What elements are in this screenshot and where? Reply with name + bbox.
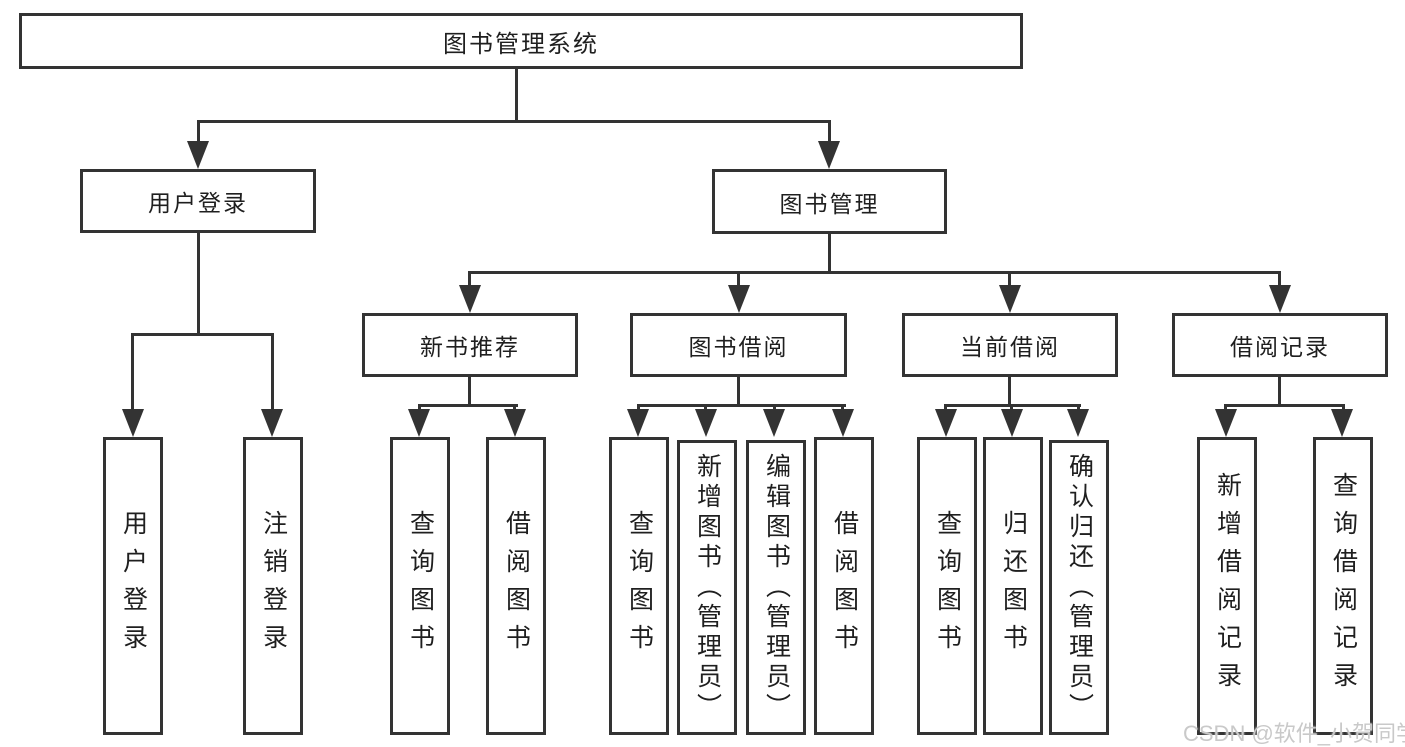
node-label: 图书管理系统: [443, 30, 599, 58]
connector-line: [1342, 404, 1345, 413]
connector-line: [841, 404, 844, 413]
arrow-down-icon: [1331, 409, 1353, 437]
node-label: 用户登录: [119, 510, 148, 662]
leaf-add-borrow-record: 新增借阅记录: [1197, 437, 1257, 735]
leaf-borrow-books-newbook: 借阅图书: [486, 437, 546, 735]
connector-line: [737, 271, 740, 287]
leaf-borrow-books-borrowing: 借阅图书: [814, 437, 874, 735]
leaf-query-books-borrowing: 查询图书: [609, 437, 669, 735]
leaf-query-books-newbook: 查询图书: [390, 437, 450, 735]
connector-line: [468, 271, 1281, 274]
node-label: 确认归还（管理员）: [1065, 452, 1094, 723]
leaf-add-books-admin: 新增图书（管理员）: [677, 440, 737, 735]
node-label: 新增借阅记录: [1213, 472, 1242, 700]
node-library-management-system: 图书管理系统: [19, 13, 1023, 69]
node-label: 归还图书: [999, 510, 1028, 662]
arrow-down-icon: [1067, 409, 1089, 437]
arrow-down-icon: [832, 409, 854, 437]
connector-line: [1224, 404, 1227, 413]
leaf-logout: 注销登录: [243, 437, 303, 735]
arrow-down-icon: [763, 409, 785, 437]
connector-line: [1224, 404, 1345, 407]
connector-line: [828, 120, 831, 146]
node-label: 当前借阅: [960, 334, 1060, 360]
connector-line: [1010, 404, 1013, 413]
connector-line: [271, 333, 274, 411]
node-book-borrowing: 图书借阅: [630, 313, 847, 377]
node-label: 查询图书: [933, 510, 962, 662]
arrow-down-icon: [935, 409, 957, 437]
arrow-down-icon: [261, 409, 283, 437]
node-label: 新增图书（管理员）: [693, 452, 722, 723]
arrow-down-icon: [728, 285, 750, 313]
node-user-login: 用户登录: [80, 169, 316, 233]
connector-line: [418, 404, 518, 407]
connector-line: [418, 404, 421, 413]
leaf-query-books-current: 查询图书: [917, 437, 977, 735]
connector-line: [944, 404, 947, 413]
arrow-down-icon: [408, 409, 430, 437]
arrow-down-icon: [627, 409, 649, 437]
connector-line: [1278, 377, 1281, 406]
node-label: 图书借阅: [688, 334, 789, 360]
leaf-edit-books-admin: 编辑图书（管理员）: [746, 440, 806, 735]
connector-line: [1278, 271, 1281, 287]
node-borrow-records: 借阅记录: [1172, 313, 1388, 377]
node-label: 借阅图书: [502, 510, 531, 662]
arrow-down-icon: [1001, 409, 1023, 437]
arrow-down-icon: [818, 141, 840, 169]
node-label: 查询图书: [406, 510, 435, 662]
connector-line: [737, 377, 740, 406]
node-label: 借阅图书: [830, 510, 859, 662]
connector-line: [197, 233, 200, 335]
arrow-down-icon: [999, 285, 1021, 313]
arrow-down-icon: [459, 285, 481, 313]
node-current-borrowing: 当前借阅: [902, 313, 1118, 377]
node-label: 借阅记录: [1230, 334, 1330, 360]
node-new-book-recommend: 新书推荐: [362, 313, 578, 377]
node-label: 编辑图书（管理员）: [762, 452, 791, 723]
connector-line: [468, 377, 471, 406]
connector-line: [468, 271, 471, 287]
connector-line: [131, 333, 134, 411]
connector-line: [515, 69, 518, 122]
node-label: 新书推荐: [420, 334, 520, 360]
node-label: 图书管理: [779, 190, 880, 217]
connector-line: [637, 404, 846, 407]
arrow-down-icon: [122, 409, 144, 437]
leaf-confirm-return-admin: 确认归还（管理员）: [1049, 440, 1109, 735]
connector-line: [773, 404, 776, 413]
arrow-down-icon: [504, 409, 526, 437]
connector-line: [1008, 271, 1011, 287]
connector-line: [828, 234, 831, 273]
connector-line: [1077, 404, 1080, 413]
arrow-down-icon: [1215, 409, 1237, 437]
leaf-user-login: 用户登录: [103, 437, 163, 735]
node-label: 查询借阅记录: [1329, 472, 1358, 700]
connector-line: [513, 404, 516, 413]
connector-line: [704, 404, 707, 413]
arrow-down-icon: [695, 409, 717, 437]
leaf-query-borrow-record: 查询借阅记录: [1313, 437, 1373, 735]
connector-line: [637, 404, 640, 413]
node-book-management: 图书管理: [712, 169, 947, 234]
node-label: 用户登录: [148, 190, 248, 216]
arrow-down-icon: [187, 141, 209, 169]
node-label: 查询图书: [625, 510, 654, 662]
connector-line: [197, 120, 200, 146]
csdn-watermark: CSDN @软件_小贺同学: [1183, 721, 1405, 746]
connector-line: [131, 333, 274, 336]
leaf-return-books: 归还图书: [983, 437, 1043, 735]
node-label: 注销登录: [259, 510, 288, 662]
connector-line: [1008, 377, 1011, 406]
connector-line: [197, 120, 831, 123]
arrow-down-icon: [1269, 285, 1291, 313]
